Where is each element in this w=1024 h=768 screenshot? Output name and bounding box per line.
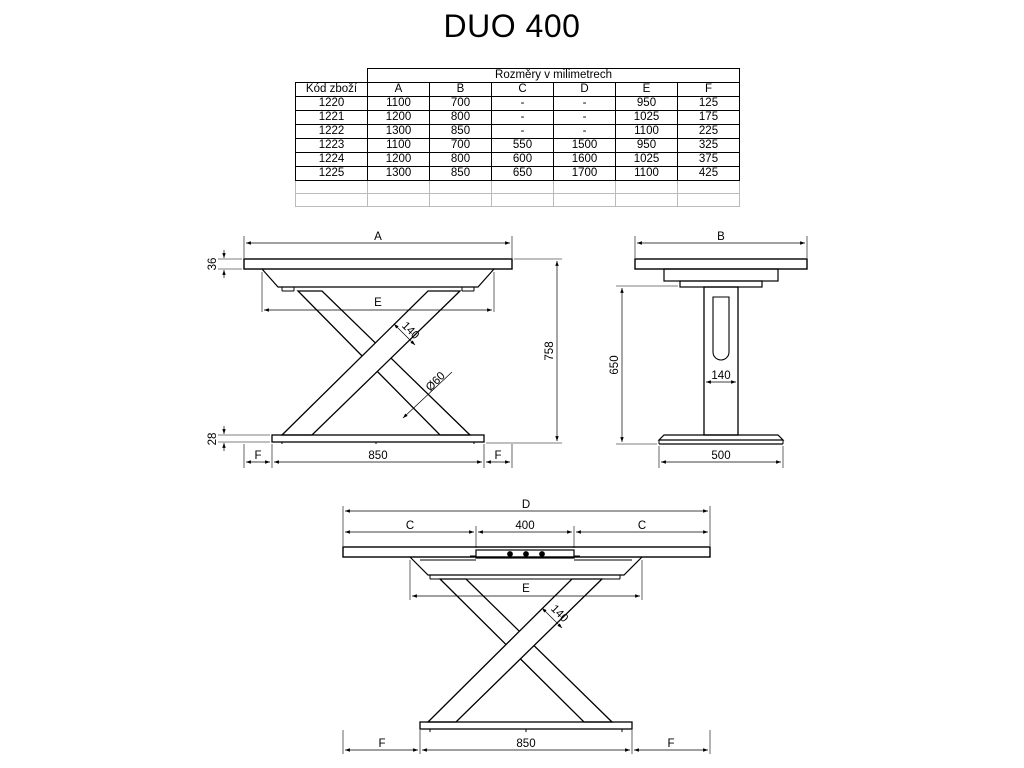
dim-label-a: A (374, 231, 382, 243)
column-header-code: Kód zboží (295, 82, 368, 97)
dim-label-right-c: C (638, 520, 646, 532)
table-group-header-row: Rozměry v milimetrech (295, 68, 740, 83)
dim-label-e: E (374, 297, 382, 309)
dim-label-extended-left-f: F (378, 738, 385, 750)
table-cell: 1200 (367, 110, 430, 125)
table-cell: 1300 (367, 124, 430, 139)
table-cell: 1220 (295, 96, 368, 111)
extension-mechanism (475, 549, 575, 559)
page-title: DUO 400 (443, 8, 581, 44)
side-apron (663, 268, 779, 282)
table-row: 1225 1300 850 650 1700 1100 425 (295, 166, 740, 181)
extended-tabletop (342, 546, 711, 558)
dim-label-extended-e: E (522, 583, 530, 595)
dim-label-b: B (717, 231, 725, 243)
table-cell: 1025 (615, 152, 678, 167)
dim-label-d: D (522, 499, 530, 511)
side-base-plate (657, 434, 785, 441)
front-apron (261, 268, 495, 288)
table-row: 1224 1200 800 600 1600 1025 375 (295, 152, 740, 167)
mechanism-bolt (507, 551, 513, 557)
extended-view (342, 506, 711, 754)
dim-label-side-base: 500 (711, 450, 730, 462)
table-cell: 600 (491, 152, 554, 167)
dim-label-left-c: C (406, 520, 414, 532)
extended-view-labels: D C 400 C E 140 F 850 F (378, 499, 674, 750)
table-row: 1222 1300 850 - - 1100 225 (295, 124, 740, 139)
dim-label-base: 850 (368, 450, 387, 462)
front-view (218, 236, 562, 468)
dim-label-extended-base: 850 (516, 738, 535, 750)
table-empty-row (295, 180, 740, 194)
dim-label-height: 758 (544, 341, 556, 360)
side-mount (679, 280, 763, 288)
dim-label-diameter: Ø60 (424, 370, 448, 394)
dimensions-table: Rozměry v milimetrech Kód zboží A B C D … (295, 68, 740, 207)
side-view (616, 236, 808, 468)
side-view-labels: B 650 140 500 (609, 231, 731, 462)
dim-label-side-leg: 140 (711, 370, 730, 382)
table-cell: 425 (677, 166, 740, 181)
table-cell: 550 (491, 138, 554, 153)
front-leg-diagonal (280, 290, 462, 436)
dim-label-extended-right-f: F (667, 738, 674, 750)
dim-label-base-thickness: 28 (207, 433, 219, 446)
table-cell: 1223 (295, 138, 368, 153)
mechanism-bolt (539, 551, 545, 557)
side-tabletop (634, 258, 808, 270)
table-cell: 950 (615, 96, 678, 111)
table-cell: 225 (677, 124, 740, 139)
dim-label-right-f: F (494, 450, 501, 462)
dim-label-top-thickness: 36 (207, 258, 219, 271)
mechanism-bolt (523, 551, 529, 557)
extended-leg-diagonal (426, 578, 604, 723)
table-empty-row (295, 193, 740, 207)
table-cell: 1224 (295, 152, 368, 167)
dim-label-left-f: F (254, 450, 261, 462)
side-leg (703, 286, 739, 436)
table-header-row: Kód zboží A B C D E F (295, 82, 740, 97)
front-base-plate (271, 434, 485, 443)
dim-label-side-height: 650 (609, 355, 621, 374)
dim-label-middle: 400 (515, 520, 534, 532)
table-row: 1220 1100 700 - - 950 125 (295, 96, 740, 111)
side-leg-slot (712, 296, 730, 361)
extended-base-plate (419, 721, 633, 730)
front-tabletop (243, 258, 513, 270)
extended-apron (409, 556, 643, 576)
